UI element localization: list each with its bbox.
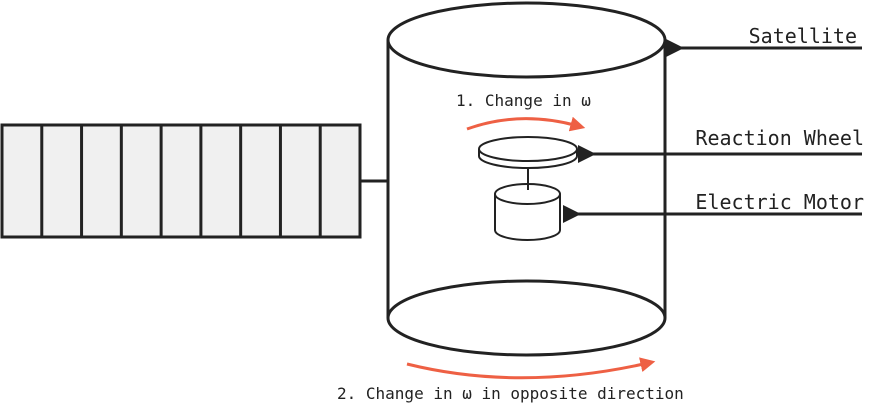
label-change-omega-opposite: 2. Change in ω in opposite direction: [337, 384, 684, 403]
label-change-omega: 1. Change in ω: [456, 91, 591, 110]
solar-panel-cell-dividers: [40, 125, 322, 237]
label-satellite: Satellite: [749, 24, 857, 48]
satellite-bottom-ellipse: [386, 279, 667, 357]
reaction-wheel: [478, 136, 578, 169]
satellite-top-ellipse: [386, 1, 667, 79]
reaction-wheel-rim: [478, 149, 578, 169]
label-electric-motor: Electric Motor: [695, 190, 864, 214]
electric-motor: [494, 183, 561, 241]
rotation-arrow-satellite: [406, 357, 656, 380]
solar-panel-frame: [0, 123, 362, 239]
solar-panel: [0, 123, 362, 239]
label-reaction-wheel: Reaction Wheel: [695, 126, 864, 150]
rotation-arrow-wheel: [466, 116, 586, 132]
reaction-wheel-top: [478, 136, 578, 162]
electric-motor-top: [494, 183, 561, 205]
electric-motor-body: [494, 194, 561, 241]
satellite-body: [386, 1, 667, 357]
